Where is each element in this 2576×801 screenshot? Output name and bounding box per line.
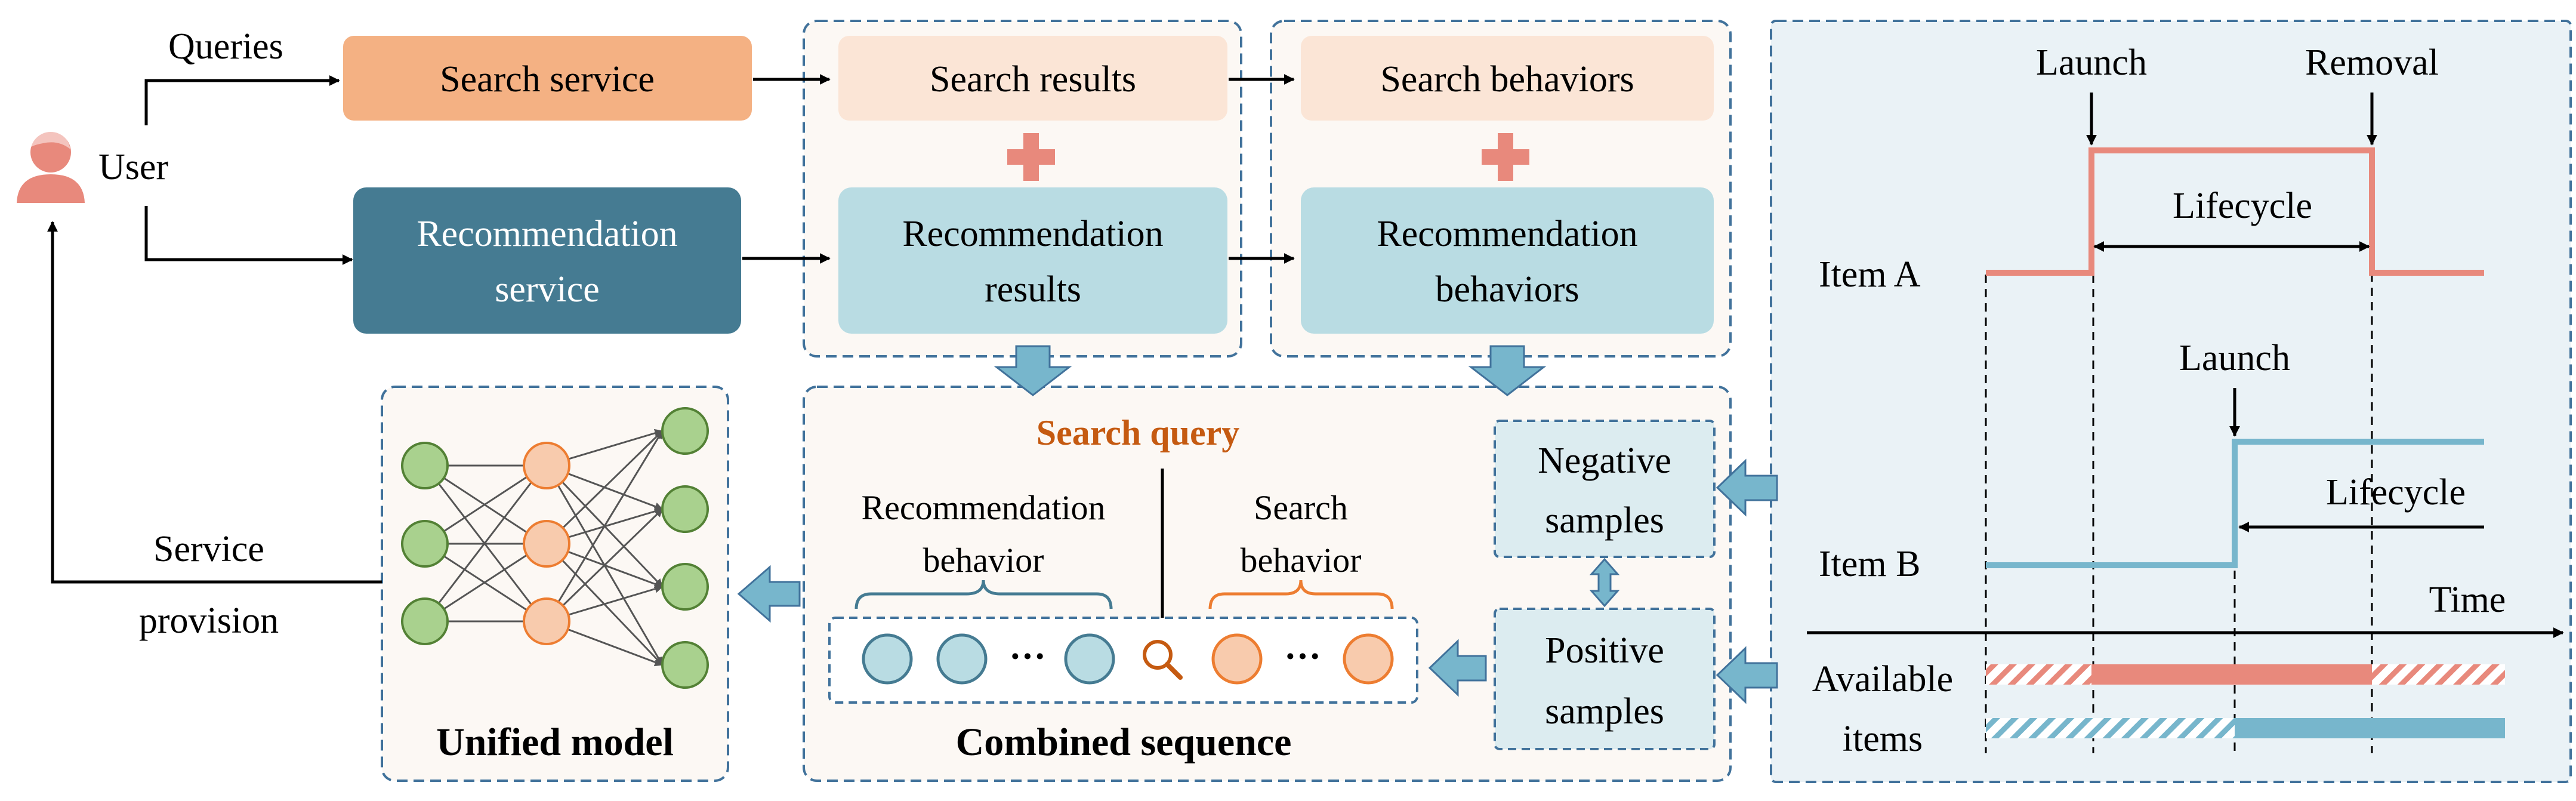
search-node (1343, 633, 1394, 685)
available-items-label-1: Available (1812, 659, 1953, 700)
service-provision-label-2: provision (139, 600, 279, 641)
item-b-unavailable-bar (1986, 718, 2235, 738)
item-b-line (1986, 439, 2484, 568)
recommendation-behavior-label-2: behavior (923, 541, 1044, 580)
item-b-available-bar (2235, 718, 2505, 738)
item-a-unavailable-bar (1986, 664, 2091, 685)
recommendation-service-label-2: service (495, 269, 600, 310)
sequence-box (828, 617, 1418, 704)
user-icon (17, 130, 85, 203)
item-a-line (1986, 147, 2484, 276)
item-b-label: Item B (1819, 544, 1920, 584)
recommendation-results-box (838, 187, 1227, 334)
item-a-label: Item A (1819, 254, 1921, 295)
model-group (381, 386, 729, 782)
search-behavior-label-1: Search (1254, 488, 1348, 527)
search-query-label: Search query (1036, 413, 1240, 452)
recommendation-node (936, 633, 988, 685)
ellipsis: ··· (1009, 636, 1046, 677)
queries-label: Queries (168, 26, 283, 67)
recommendation-results-label-2: results (985, 269, 1081, 310)
left-arrow-icon (1716, 458, 1778, 517)
plus-icon (1482, 133, 1529, 181)
recommendation-brace (854, 580, 1113, 609)
down-arrow-icon (994, 345, 1072, 396)
service-provision-label-1: Service (153, 529, 264, 569)
neural-network-icon (401, 407, 709, 689)
combined-sequence-title: Combined sequence (956, 720, 1292, 764)
search-service-label: Search service (440, 59, 655, 100)
search-brace (1208, 580, 1394, 609)
lifecycle-b-label: Lifecycle (2326, 472, 2466, 513)
search-results-label: Search results (930, 59, 1136, 100)
recommendation-node (862, 633, 913, 685)
negative-samples-label-1: Negative (1538, 440, 1671, 481)
positive-samples-box (1494, 608, 1716, 750)
recommendation-results-label-1: Recommendation (902, 214, 1163, 254)
unified-model-title: Unified model (436, 720, 674, 764)
search-service-box (343, 36, 752, 121)
positive-samples-label-2: samples (1545, 691, 1664, 732)
search-node (1211, 633, 1263, 685)
negative-samples-box (1494, 420, 1716, 558)
search-behavior-label-2: behavior (1241, 541, 1362, 580)
plus-icon (1007, 133, 1055, 181)
recommendation-node (1064, 633, 1115, 685)
ellipsis: ··· (1284, 636, 1321, 677)
recommendation-behaviors-label-2: behaviors (1435, 269, 1579, 310)
left-arrow-icon (737, 565, 801, 623)
recommendation-behavior-label-1: Recommendation (861, 488, 1105, 527)
available-items-label-2: items (1843, 719, 1923, 759)
launch-a-label: Launch (2036, 42, 2147, 83)
recommendation-service-box (353, 187, 741, 334)
item-a-unavailable-bar (2372, 664, 2505, 685)
left-arrow-icon (1716, 646, 1778, 704)
negative-samples-label-2: samples (1545, 500, 1664, 541)
search-results-box (838, 36, 1227, 121)
recommendation-service-label-1: Recommendation (417, 214, 677, 254)
double-arrow-icon (1589, 557, 1620, 608)
lifecycle-a-label: Lifecycle (2173, 186, 2312, 226)
recommendation-behaviors-label-1: Recommendation (1377, 214, 1637, 254)
left-arrow-icon (1428, 639, 1487, 697)
user-label: User (98, 147, 168, 187)
positive-samples-label-1: Positive (1545, 630, 1664, 671)
recommendation-behaviors-box (1301, 187, 1714, 334)
launch-b-label: Launch (2179, 338, 2290, 378)
item-a-available-bar (2091, 664, 2372, 685)
magnifier-icon (1143, 640, 1183, 680)
down-arrow-icon (1468, 345, 1547, 396)
search-behaviors-label: Search behaviors (1380, 59, 1634, 100)
removal-label: Removal (2305, 42, 2439, 83)
time-label: Time (2429, 580, 2506, 620)
search-behaviors-box (1301, 36, 1714, 121)
